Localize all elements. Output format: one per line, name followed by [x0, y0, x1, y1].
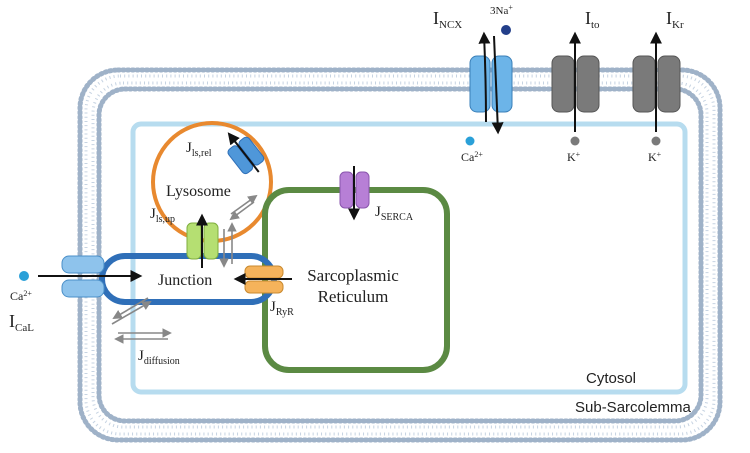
diffusion-arrows	[111, 194, 258, 344]
label-j-ls-up: Jls,up	[150, 206, 175, 225]
label-ca-ext: Ca2+	[10, 289, 32, 303]
label-junction: Junction	[158, 272, 212, 289]
label-j-serca: JSERCA	[375, 204, 414, 223]
ikr-channel	[632, 31, 681, 132]
ncx-exchanger	[469, 31, 513, 135]
label-sr-line1: Sarcoplasmic	[307, 266, 399, 285]
ito-channel	[551, 31, 600, 132]
label-i-ncx: INCX	[433, 8, 462, 31]
label-lysosome: Lysosome	[166, 183, 231, 200]
calcium-ion-ext	[19, 271, 29, 281]
label-j-diffusion: Jdiffusion	[138, 348, 180, 367]
label-i-kr: IKr	[666, 8, 684, 31]
ls-rel-channel	[227, 132, 265, 175]
label-ca-ncx: Ca2+	[461, 150, 483, 164]
label-j-ls-rel: Jls,rel	[186, 140, 212, 159]
potassium-ion-to	[570, 136, 580, 146]
label-k-to: K+	[567, 150, 581, 164]
sodium-ion	[501, 25, 511, 35]
potassium-ion-kr	[651, 136, 661, 146]
ls-up-channel	[186, 213, 219, 268]
label-i-cal: ICaL	[9, 311, 34, 334]
label-sub-sarcolemma: Sub-Sarcolemma	[575, 399, 692, 416]
serca-pump	[339, 166, 370, 221]
ryr-channel	[233, 265, 292, 294]
label-j-ryr: JRyR	[270, 299, 294, 318]
label-cytosol: Cytosol	[586, 370, 636, 387]
label-sr-line2: Reticulum	[318, 287, 389, 306]
label-k-kr: K+	[648, 150, 662, 164]
calcium-ion-ncx	[465, 136, 475, 146]
label-three-na: 3Na+	[490, 3, 513, 17]
sarcolemma-membrane	[77, 67, 723, 443]
cal-channel	[38, 255, 143, 298]
label-i-to: Ito	[585, 8, 600, 31]
